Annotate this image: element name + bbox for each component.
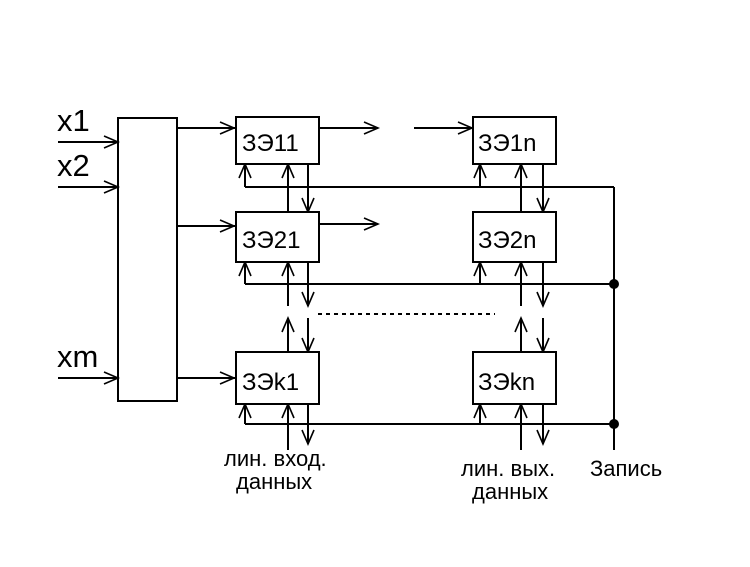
input-label-x2: x2 bbox=[57, 148, 90, 183]
output-data-caption-line1: лин. вых. bbox=[461, 456, 555, 481]
input-data-caption-line2: данных bbox=[236, 469, 312, 494]
junction-dot-row-k bbox=[609, 419, 619, 429]
cell-rkc1: ЗЭk1 bbox=[235, 351, 320, 405]
cell-label: ЗЭ2n bbox=[478, 227, 536, 254]
column-n-lines bbox=[514, 161, 550, 450]
cell-rkcn: ЗЭkn bbox=[472, 351, 557, 405]
input-label-xm: xm bbox=[57, 339, 98, 374]
input-data-caption-line1: лин. вход. bbox=[224, 446, 327, 471]
write-bus bbox=[238, 161, 619, 450]
input-lines bbox=[58, 135, 121, 385]
cell-label: ЗЭ1n bbox=[478, 130, 536, 157]
cell-label: ЗЭk1 bbox=[242, 369, 299, 396]
cell-r2c1: ЗЭ21 bbox=[235, 211, 320, 263]
row-select-continuations bbox=[319, 121, 475, 231]
cell-label: ЗЭkn bbox=[478, 369, 535, 396]
cell-r1cn: ЗЭ1n bbox=[472, 116, 557, 165]
cell-label: ЗЭ11 bbox=[242, 130, 299, 157]
decoder-block bbox=[117, 117, 178, 402]
write-caption: Запись bbox=[590, 456, 662, 481]
column-1-lines bbox=[281, 161, 315, 450]
junction-dot-row-2 bbox=[609, 279, 619, 289]
input-label-x1: x1 bbox=[57, 103, 90, 138]
cell-r1c1: ЗЭ11 bbox=[235, 116, 320, 165]
cell-r2cn: ЗЭ2n bbox=[472, 211, 557, 263]
cell-label: ЗЭ21 bbox=[242, 227, 300, 254]
decoder-outputs bbox=[177, 121, 237, 385]
output-data-caption-line2: данных bbox=[472, 479, 548, 504]
